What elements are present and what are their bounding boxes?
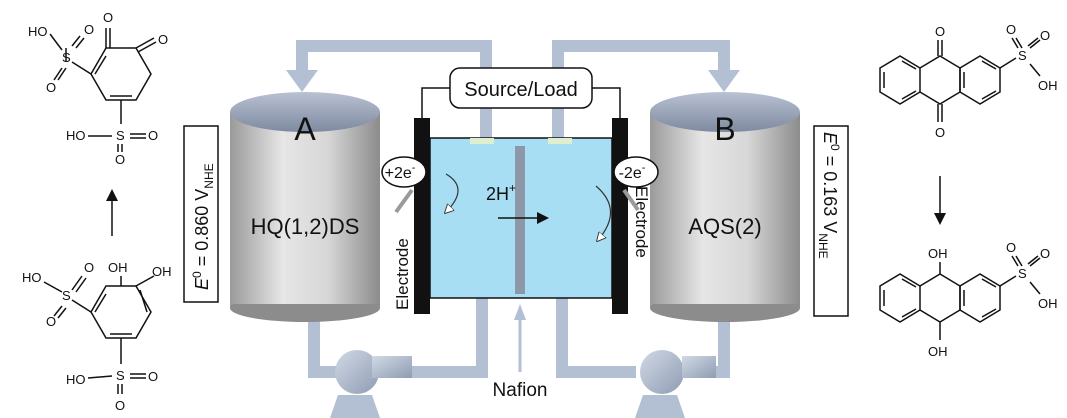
molecule-reduced-left: OH OH S HO O O S HO O O [22, 260, 172, 413]
atom-s: S [116, 368, 125, 383]
atom-o: O [46, 314, 56, 329]
atom-s: S [62, 288, 71, 303]
right-electron-count: -2e [619, 165, 642, 182]
nafion-label: Nafion [493, 380, 548, 401]
pipe-arrow-to-tank-b [708, 70, 740, 92]
potential-b-sup: 0 [828, 144, 842, 151]
tank-b-species: AQS(2) [688, 214, 761, 239]
atom-o: O [1006, 240, 1016, 255]
nafion-membrane [515, 146, 525, 294]
left-electrode [414, 118, 430, 314]
potential-a-box: E0 = 0.860 VNHE [183, 125, 219, 303]
source-load-circuit: Source/Load [421, 67, 621, 118]
potential-b-value: = 0.163 V [820, 151, 840, 234]
tank-b-letter: B [714, 111, 735, 147]
tank-a: A HQ(1,2)DS [230, 92, 380, 322]
left-electrode-label: Electrode [393, 238, 412, 310]
right-electron-sup: - [642, 162, 646, 174]
svg-text:E0 = 0.163 VNHE: E0 = 0.163 VNHE [816, 132, 842, 259]
atom-o: O [1006, 22, 1016, 37]
proton-sup: + [509, 181, 516, 195]
potential-a-value: = 0.860 V [192, 189, 212, 272]
potential-b-sub: NHE [816, 233, 830, 258]
potential-a-sub: NHE [202, 163, 216, 188]
atom-o: O [158, 32, 168, 47]
potential-a-symbol: E [192, 277, 212, 290]
left-electron-badge: +2e- [381, 156, 459, 212]
atom-ho: HO [28, 24, 48, 39]
potential-b-box: E0 = 0.163 VNHE [813, 125, 849, 317]
atom-o: O [84, 22, 94, 37]
atom-oh: OH [108, 260, 128, 275]
atom-o: O [115, 398, 125, 413]
svg-text:-2e-: -2e- [619, 162, 646, 182]
molecule-reduced-right: OH OH S O O OH [879, 240, 1058, 359]
tank-a-species: HQ(1,2)DS [251, 214, 360, 239]
atom-o: O [103, 10, 113, 25]
atom-s: S [116, 128, 125, 143]
potential-a-sup: 0 [190, 271, 204, 278]
nafion-callout: Nafion [493, 304, 548, 401]
potential-b-symbol: E [820, 132, 840, 145]
svg-text:+2e-: +2e- [385, 162, 416, 182]
left-electron-count: +2e [385, 165, 412, 182]
atom-o: O [1040, 28, 1050, 43]
atom-oh: OH [1038, 296, 1058, 311]
proton-transport: 2H+ [486, 181, 549, 224]
proton-label: 2H [486, 184, 509, 204]
pump-right [635, 350, 716, 418]
source-load-label: Source/Load [464, 79, 577, 101]
atom-o: O [46, 80, 56, 95]
atom-o: O [1040, 246, 1050, 261]
atom-oh: OH [928, 344, 948, 359]
svg-text:2H+: 2H+ [486, 181, 516, 204]
source-load-box [449, 67, 593, 109]
atom-o: O [935, 24, 945, 39]
molecule-oxidized-left: O O S HO O O S HO O O [28, 10, 168, 167]
right-electrode [612, 118, 628, 314]
atom-o: O [115, 152, 125, 167]
atom-ho: HO [66, 128, 86, 143]
atom-o: O [935, 125, 945, 140]
atom-oh: OH [152, 264, 172, 279]
pipe-arrow-to-tank-a [286, 70, 318, 92]
atom-oh: OH [1038, 78, 1058, 93]
atom-ho: HO [22, 270, 42, 285]
tank-a-letter: A [294, 111, 316, 147]
left-electron-sup: - [412, 162, 416, 174]
svg-text:E0 = 0.860 VNHE: E0 = 0.860 VNHE [190, 163, 216, 290]
atom-s: S [1018, 266, 1027, 281]
tank-b: B AQS(2) [650, 92, 800, 322]
atom-o: O [84, 260, 94, 275]
atom-o: O [148, 369, 158, 384]
atom-ho: HO [66, 372, 86, 387]
molecule-oxidized-right: O O S O O OH [879, 22, 1058, 140]
atom-o: O [148, 128, 158, 143]
right-electrode-label: Electrode [632, 186, 651, 258]
pump-left [330, 350, 412, 418]
atom-s: S [1018, 48, 1027, 63]
right-electron-badge: -2e- [595, 156, 659, 240]
atom-oh: OH [928, 246, 948, 261]
cell: Electrode Electrode [393, 118, 651, 314]
